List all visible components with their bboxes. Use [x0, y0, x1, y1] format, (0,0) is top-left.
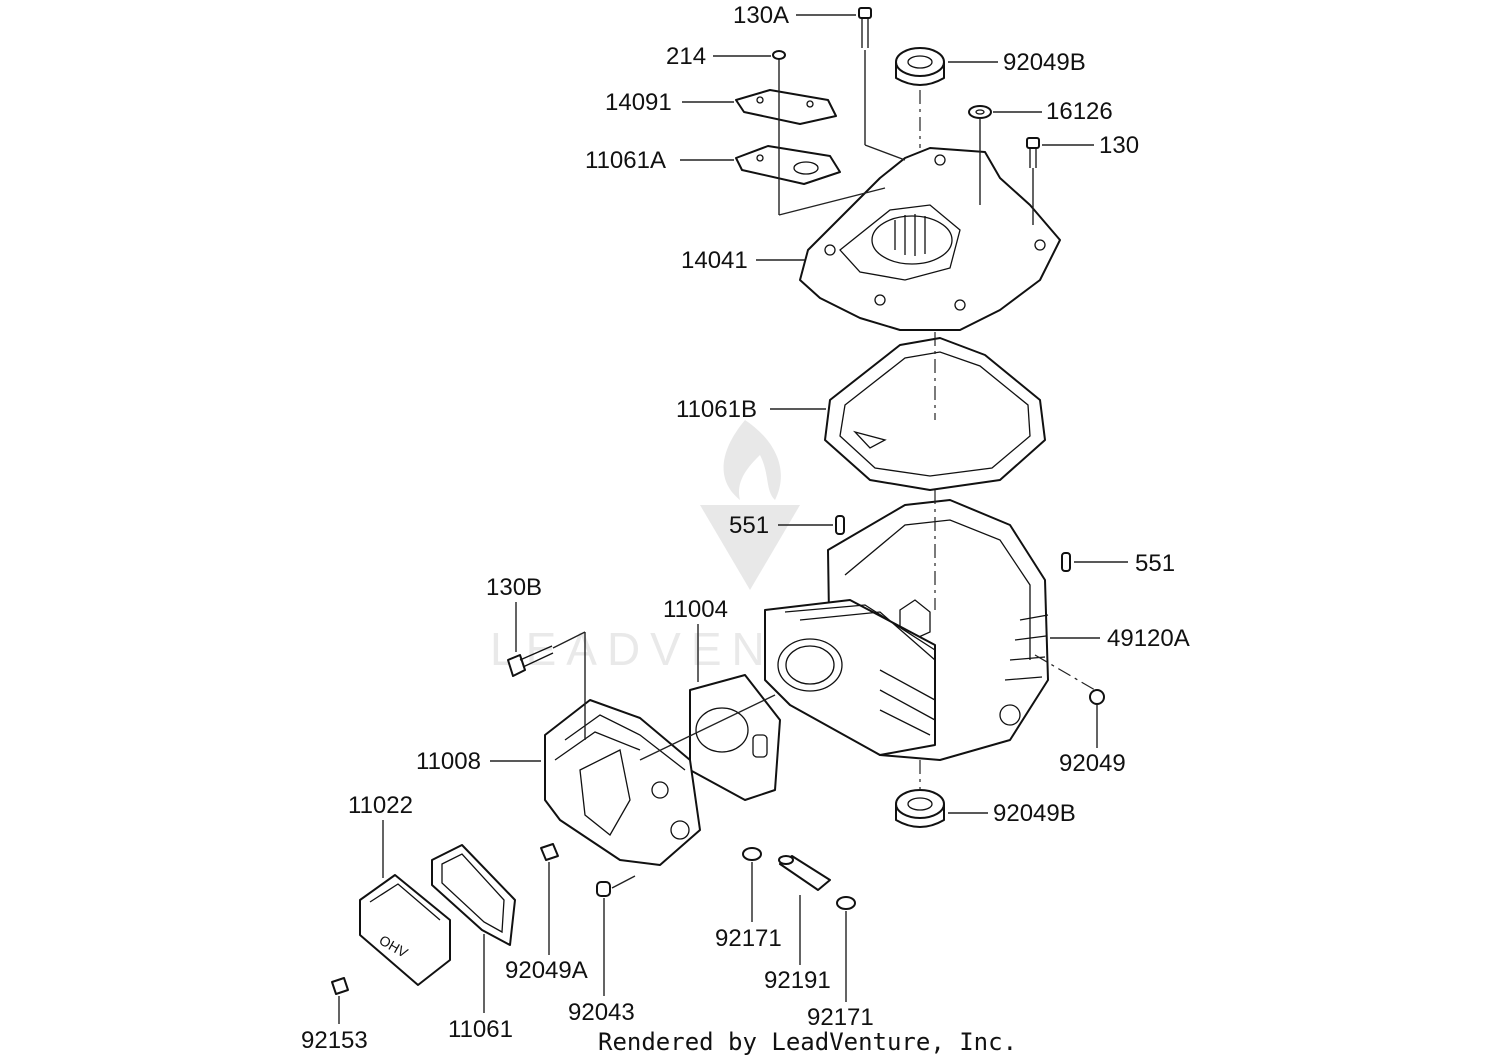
part-214-screw — [772, 50, 786, 68]
label-16126: 16126 — [993, 98, 1113, 125]
label-551-right-text: 551 — [1135, 550, 1175, 577]
label-14041-text: 14041 — [681, 247, 748, 274]
label-11061-text: 11061 — [448, 1016, 513, 1043]
label-11008-text: 11008 — [416, 748, 481, 775]
part-11008-cylinder-head — [544, 699, 701, 866]
part-130a-bolt — [858, 7, 872, 48]
part-92049b-top-seal — [895, 47, 945, 86]
label-11061a-text: 11061A — [585, 147, 666, 174]
part-92043-dowel — [596, 881, 611, 897]
label-14091: 14091 — [605, 89, 734, 116]
label-92043: 92043 — [568, 898, 635, 1026]
part-11061a-gasket — [735, 145, 841, 185]
label-551-left: 551 — [729, 512, 833, 539]
label-49120a: 49120A — [1050, 625, 1190, 652]
label-92049b-bottom-text: 92049B — [993, 800, 1076, 827]
label-49120a-text: 49120A — [1107, 625, 1190, 652]
part-92171-left-clamp — [742, 847, 762, 861]
label-92171-right-text: 92171 — [807, 1004, 874, 1031]
part-92171-right-clamp — [836, 896, 856, 910]
label-92191-text: 92191 — [764, 967, 831, 994]
footer-credit: Rendered by LeadVenture, Inc. — [598, 1028, 1017, 1056]
part-92049-plug — [1089, 689, 1105, 705]
part-551-right-pin — [1061, 552, 1071, 572]
label-92049: 92049 — [1059, 705, 1126, 777]
part-92049a-plug — [540, 843, 559, 861]
label-214: 214 — [666, 43, 771, 70]
part-11004-head-gasket — [689, 674, 781, 801]
part-130b-bolt — [507, 645, 554, 677]
label-11004: 11004 — [663, 596, 728, 682]
part-551-left-pin — [835, 515, 845, 535]
label-11061b: 11061B — [676, 396, 826, 423]
part-11061-valve-cover-gasket — [431, 844, 516, 946]
label-130-text: 130 — [1099, 132, 1139, 159]
label-92049b-top-text: 92049B — [1003, 49, 1086, 76]
label-551-right: 551 — [1074, 550, 1175, 577]
label-92171-left: 92171 — [715, 862, 782, 952]
part-14041-cover — [799, 147, 1061, 331]
label-130b: 130B — [486, 574, 542, 652]
label-16126-text: 16126 — [1046, 98, 1113, 125]
part-92191-hose — [778, 855, 831, 891]
label-11061a: 11061A — [585, 147, 734, 174]
label-92171-right: 92171 — [807, 911, 874, 1031]
label-130a-text: 130A — [733, 2, 789, 29]
part-16126-washer — [968, 105, 992, 119]
part-11004-cylinder-fins — [764, 599, 936, 756]
label-92049b-top: 92049B — [948, 49, 1086, 76]
label-11022: 11022 — [348, 792, 413, 878]
label-11008: 11008 — [416, 748, 541, 775]
part-11022-valve-cover: OHV — [359, 874, 451, 986]
label-92171-left-text: 92171 — [715, 925, 782, 952]
label-14041: 14041 — [681, 247, 805, 274]
label-92049a: 92049A — [505, 862, 588, 984]
label-130a: 130A — [733, 2, 856, 29]
part-130-bolt — [1026, 137, 1040, 168]
label-11004-text: 11004 — [663, 596, 728, 623]
label-130: 130 — [1042, 132, 1139, 159]
label-92049-text: 92049 — [1059, 750, 1126, 777]
label-92153-text: 92153 — [301, 1027, 368, 1054]
part-14091-plate — [735, 89, 837, 125]
label-11061: 11061 — [448, 934, 513, 1043]
part-92049b-bottom-seal — [895, 789, 945, 828]
label-92049b-bottom: 92049B — [948, 800, 1076, 827]
label-11022-text: 11022 — [348, 792, 413, 819]
label-92049a-text: 92049A — [505, 957, 588, 984]
label-214-text: 214 — [666, 43, 706, 70]
label-92191: 92191 — [764, 895, 831, 994]
part-92153-bolt — [331, 977, 349, 995]
assembly-lines — [552, 50, 1096, 889]
label-11061b-text: 11061B — [676, 396, 757, 423]
label-14091-text: 14091 — [605, 89, 672, 116]
label-130b-text: 130B — [486, 574, 542, 601]
label-551-left-text: 551 — [729, 512, 769, 539]
label-92043-text: 92043 — [568, 999, 635, 1026]
label-92153: 92153 — [301, 996, 368, 1054]
